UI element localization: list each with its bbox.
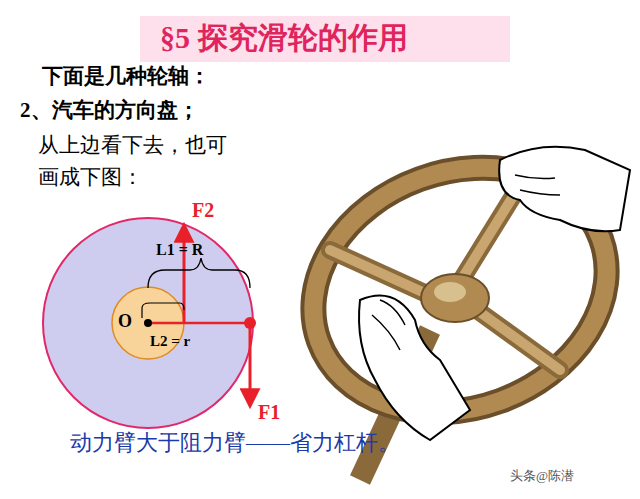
lever-arm <box>148 322 250 325</box>
force-label: F2 <box>192 198 214 222</box>
caption: 动力臂大于阻力臂——省力杠杆。 <box>70 430 400 456</box>
force-label: F1 <box>258 400 280 424</box>
pivot-label: O <box>118 311 132 333</box>
steering-wheel <box>279 128 640 480</box>
arm-label: L1 = R <box>156 240 203 259</box>
title-banner <box>140 16 510 62</box>
item-heading: 2、汽车的方向盘； <box>20 98 199 123</box>
watermark: 头条@陈潜 <box>510 468 574 484</box>
force-arrow <box>249 323 252 405</box>
note-text: 从上边看下去，也可画成下图： <box>38 130 238 193</box>
title: §5 探究滑轮的作用 <box>160 20 408 56</box>
wheel-circle <box>43 218 253 428</box>
arm-label: L2 = r <box>150 332 190 350</box>
intro-text: 下面是几种轮轴： <box>42 64 210 89</box>
brace <box>142 303 184 318</box>
pivot-dot <box>144 319 152 327</box>
brace <box>148 258 250 288</box>
